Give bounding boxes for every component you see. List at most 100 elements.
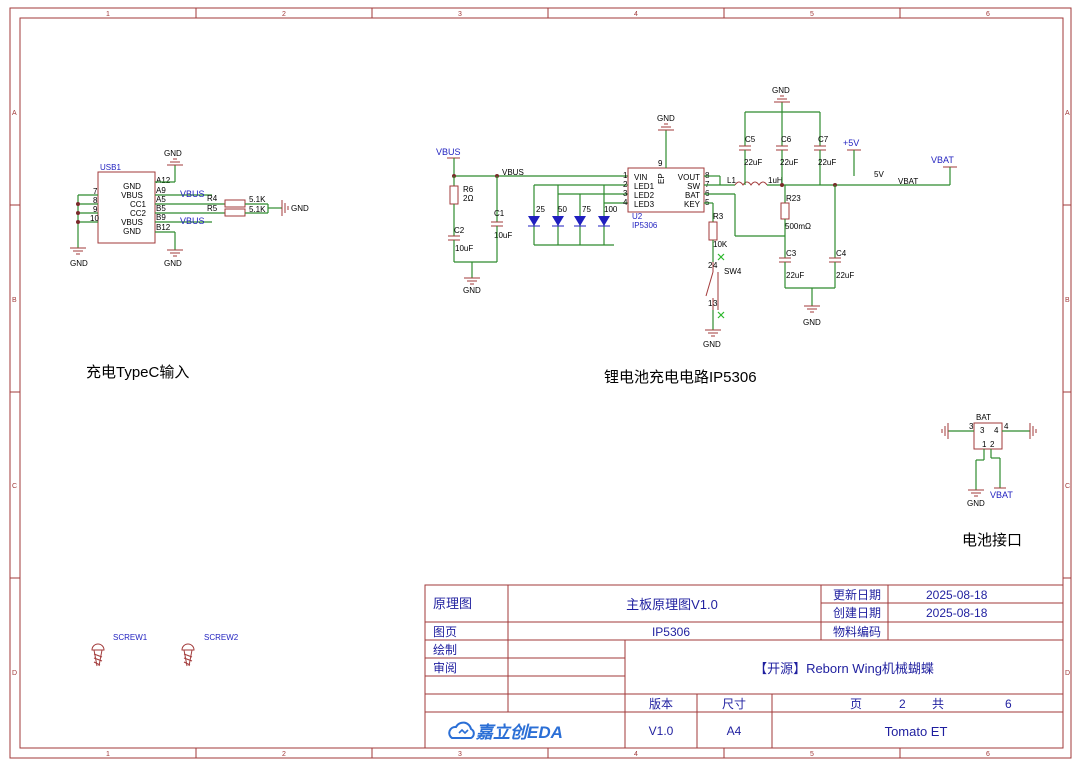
c7-ref: C7 xyxy=(818,135,829,144)
tb-update-date: 2025-08-18 xyxy=(926,588,988,602)
usb-pin-num: A9 xyxy=(156,186,166,195)
col-label-top: 6 xyxy=(986,11,990,18)
c5-value: 22uF xyxy=(744,158,762,167)
tb-draw-label: 绘制 xyxy=(433,642,457,657)
c5-ref: C5 xyxy=(745,135,756,144)
vbus-flag-label: VBUS xyxy=(502,168,524,177)
row-label-left: C xyxy=(12,483,17,490)
led-75 xyxy=(574,216,586,227)
col-label-top: 3 xyxy=(458,11,462,18)
l1-value: 1uH xyxy=(768,176,783,185)
row-markers: A B C D A B C D xyxy=(10,110,1071,677)
bat-pin: 2 xyxy=(990,440,995,449)
usb-pin-name: VBUS xyxy=(121,218,143,227)
gnd-symbol xyxy=(281,200,289,216)
gnd-symbol xyxy=(804,305,820,313)
u2-pin-left: LED2 xyxy=(634,191,655,200)
c2-ref: C2 xyxy=(454,226,465,235)
bat-pin: 4 xyxy=(994,426,999,435)
u2-pin-num: 3 xyxy=(623,189,628,198)
usb-pin-name: GND xyxy=(123,227,141,236)
r23-body xyxy=(780,202,790,220)
sw4-pin: 4 xyxy=(713,261,718,270)
no-connect-mark xyxy=(717,253,725,261)
tb-page-label: 图页 xyxy=(433,625,457,639)
usb-typec-block: USB1 GND VBUS CC1 CC2 VBUS GND A12 A9 A5… xyxy=(70,149,309,268)
u2-pin-left: LED1 xyxy=(634,182,655,191)
bat-pin: 3 xyxy=(969,422,974,431)
usb-pin-num: B9 xyxy=(156,213,166,222)
section-title-battery: 电池接口 xyxy=(962,532,1022,549)
tb-size: A4 xyxy=(727,724,742,738)
gnd-label: GND xyxy=(70,259,88,268)
tb-create-label: 创建日期 xyxy=(833,606,881,620)
r3-body xyxy=(708,221,718,241)
tb-page-name: IP5306 xyxy=(652,625,690,639)
tb-version: V1.0 xyxy=(649,724,674,738)
usb-ref: USB1 xyxy=(100,163,121,172)
col-label-bottom: 6 xyxy=(986,751,990,758)
gnd-label: GND xyxy=(967,499,985,508)
r23-value: 500mΩ xyxy=(785,222,811,231)
section-title-typec: 充电TypeC输入 xyxy=(86,364,189,381)
jlc-eda-logo: 嘉立创EDA xyxy=(448,721,563,742)
col-label-top: 5 xyxy=(810,11,814,18)
r3-ref: R3 xyxy=(713,212,724,221)
inductor-l1 xyxy=(734,181,768,186)
gnd-label: GND xyxy=(164,149,182,158)
u2-part: IP5306 xyxy=(632,221,658,230)
led-50 xyxy=(552,216,564,227)
column-markers: 1 2 3 4 5 6 1 2 3 4 5 6 xyxy=(106,8,990,758)
c1-value: 10uF xyxy=(494,231,512,240)
vbus-net-label: VBUS xyxy=(180,189,205,199)
gnd-symbol xyxy=(167,158,183,166)
c7-value: 22uF xyxy=(818,158,836,167)
r5-value: 5.1K xyxy=(249,205,266,214)
gnd-symbol xyxy=(658,123,674,131)
inner-frame xyxy=(19,17,1064,749)
tb-total-word: 共 xyxy=(932,697,944,711)
usb-left-pin: 7 xyxy=(93,187,98,196)
r5-ref: R5 xyxy=(207,204,218,213)
gnd-label: GND xyxy=(772,86,790,95)
r3-value: 10K xyxy=(713,240,728,249)
gnd-label: GND xyxy=(463,286,481,295)
tb-row1-label: 原理图 xyxy=(433,596,472,611)
plus5v-label: +5V xyxy=(843,138,859,148)
sw4-ref: SW4 xyxy=(724,267,742,276)
vbus-net-label: VBUS xyxy=(180,216,205,226)
usb-pin-num: B5 xyxy=(156,204,166,213)
led-label: 75 xyxy=(582,205,591,214)
u2-pin-right: VOUT xyxy=(678,173,700,182)
gnd-symbol xyxy=(968,489,984,497)
vbat-flag: VBAT xyxy=(898,177,918,186)
usb-pin-name: GND xyxy=(123,182,141,191)
gnd-label: GND xyxy=(164,259,182,268)
no-connect-mark xyxy=(717,311,725,319)
col-label-bottom: 5 xyxy=(810,751,814,758)
vbus-port-label: VBUS xyxy=(436,147,461,157)
screw1: SCREW1 xyxy=(91,633,148,667)
u2-pin-right: SW xyxy=(687,182,700,191)
r6-body xyxy=(449,185,459,205)
gnd-symbol xyxy=(70,247,86,255)
usb-pin-num: A12 xyxy=(156,176,171,185)
row-label-right: A xyxy=(1065,110,1070,117)
tb-create-date: 2025-08-18 xyxy=(926,606,988,620)
usb-pin-num: A5 xyxy=(156,195,166,204)
u2-pin-right: BAT xyxy=(685,191,700,200)
usb-pin-name: CC1 xyxy=(130,200,147,209)
row-label-left: D xyxy=(12,670,17,677)
battery-connector-block: BAT 3 4 3 4 1 2 GND VBAT xyxy=(941,413,1037,508)
r23-ref: R23 xyxy=(786,194,801,203)
row-label-right: D xyxy=(1065,670,1070,677)
sw4-pin: 1 xyxy=(708,299,713,308)
usb-pin-num: B12 xyxy=(156,223,171,232)
tb-author: Tomato ET xyxy=(885,724,948,739)
led-25 xyxy=(528,216,540,227)
sw4-pin: 2 xyxy=(708,261,713,270)
r4-ref: R4 xyxy=(207,194,218,203)
usb-connector-body xyxy=(97,171,156,244)
vbat-label: VBAT xyxy=(990,490,1013,500)
